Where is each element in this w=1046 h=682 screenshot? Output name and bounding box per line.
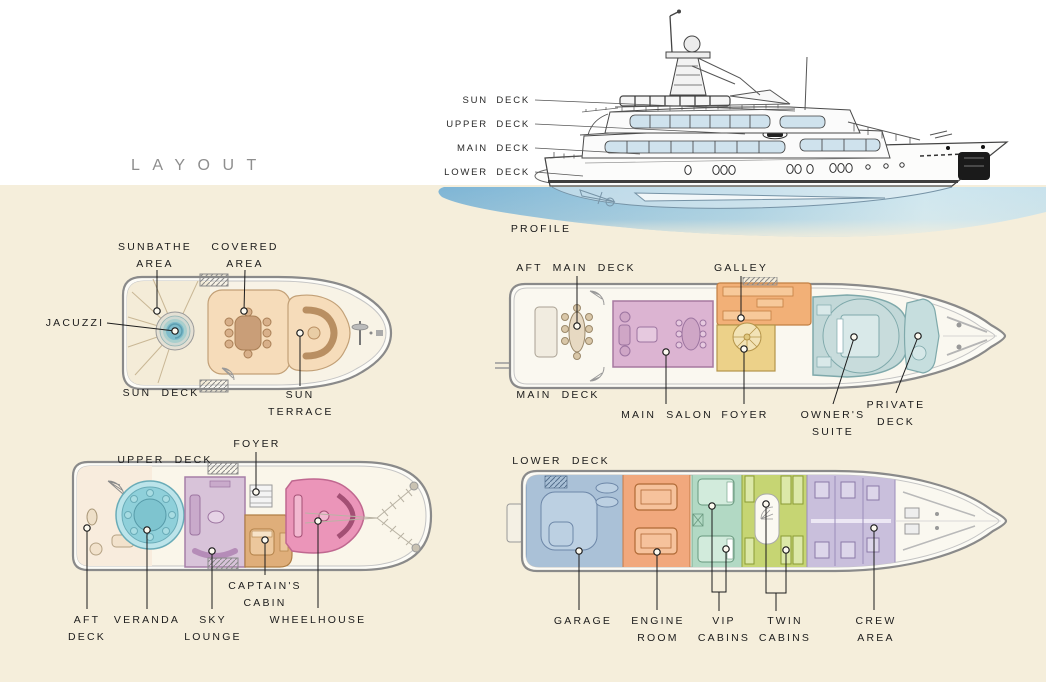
- label-profile-sun-deck: SUN DECK: [462, 95, 530, 106]
- label-profile-lower-deck: LOWER DECK: [444, 167, 530, 178]
- label-captains-cabin: CAPTAIN'S CABIN: [228, 580, 302, 609]
- sun-deck-plan: [121, 273, 393, 393]
- label-galley: GALLEY: [713, 262, 769, 274]
- caption-main-deck: MAIN DECK: [516, 389, 600, 401]
- galley-zone: [716, 277, 812, 326]
- label-wheelhouse: WHEELHOUSE: [269, 614, 367, 626]
- upper-deck-plan: [71, 460, 433, 572]
- label-jacuzzi: JACUZZI: [45, 317, 105, 329]
- bow-details: [919, 130, 990, 180]
- jacuzzi-zone: [155, 311, 195, 351]
- veranda-zone: [115, 480, 185, 550]
- label-sunbathe-area: SUNBATHE AREA: [118, 241, 192, 270]
- private-deck-zone: [903, 298, 940, 374]
- label-aft-deck: AFT DECK: [68, 614, 106, 643]
- label-engine-room: ENGINE ROOM: [631, 615, 685, 644]
- label-twin-cabins: TWIN CABINS: [758, 615, 812, 644]
- main-deck-house: [549, 128, 891, 159]
- label-profile-main-deck: MAIN DECK: [457, 143, 530, 154]
- label-owners-suite: OWNER'S SUITE: [800, 409, 866, 438]
- stair-lobby: [754, 493, 780, 545]
- bow-mast-mark: [351, 321, 383, 345]
- crew-area-zone: [806, 475, 896, 567]
- dining-table: [234, 315, 262, 351]
- label-private-deck: PRIVATE DECK: [866, 399, 926, 428]
- upper-foyer-zone: [249, 484, 273, 508]
- label-profile-caption: PROFILE: [510, 223, 572, 235]
- label-crew-area: CREW AREA: [855, 615, 897, 644]
- label-sun-terrace: SUN TERRACE: [268, 389, 334, 418]
- portholes: [684, 162, 905, 175]
- foyer-zone: [716, 322, 776, 372]
- underwater-hull: [551, 186, 953, 209]
- page-title: LAYOUT: [131, 157, 269, 174]
- foredeck-railing: [847, 121, 921, 144]
- side-stairs-bottom: [207, 557, 239, 570]
- caption-upper-deck: UPPER DECK: [117, 454, 213, 466]
- bow-deck-pattern: [304, 481, 421, 553]
- caption-lower-deck: LOWER DECK: [512, 455, 610, 467]
- label-foyer-upper: FOYER: [233, 438, 281, 450]
- side-stairs-top: [207, 462, 239, 475]
- label-covered-area: COVERED AREA: [211, 241, 279, 270]
- tender: [540, 491, 598, 551]
- lower-bow: [895, 491, 1001, 551]
- mast-and-antennas: [665, 9, 808, 111]
- bow-seating: [943, 316, 997, 356]
- label-sky-lounge: SKY LOUNGE: [184, 614, 242, 643]
- caption-sun-deck: SUN DECK: [122, 387, 200, 399]
- sun-terrace-zone: [287, 294, 351, 372]
- upper-deck-house: [579, 106, 861, 136]
- owners-bed: [840, 314, 880, 358]
- label-aft-main-deck: AFT MAIN DECK: [516, 262, 636, 274]
- vip-bed-fwd: [697, 478, 735, 506]
- label-main-salon: MAIN SALON: [621, 409, 713, 421]
- label-veranda: VERANDA: [113, 614, 181, 626]
- sky-lounge-zone: [184, 476, 246, 568]
- label-foyer-main: FOYER: [721, 409, 769, 421]
- vip-cabins-zone: [691, 475, 743, 567]
- wheelhouse-zone: [285, 478, 365, 554]
- aft-main-deck-zone: [534, 290, 605, 382]
- owners-suite-zone: [812, 294, 912, 378]
- engine-room-zone: [622, 475, 691, 567]
- covered-area-zone: [207, 289, 291, 375]
- cream-background: [0, 185, 1046, 682]
- captains-cabin-zone: [244, 514, 293, 568]
- label-vip-cabins: VIP CABINS: [697, 615, 751, 644]
- veranda-table: [133, 498, 167, 532]
- lower-deck-plan: [506, 469, 1008, 573]
- label-profile-upper-deck: UPPER DECK: [446, 119, 530, 130]
- main-salon-zone: [612, 300, 714, 368]
- main-deck-plan: [495, 277, 1007, 390]
- label-garage: GARAGE: [553, 615, 613, 627]
- engine-port: [634, 483, 678, 511]
- stern-platform: [506, 503, 524, 543]
- aft-deck-table: [568, 311, 586, 353]
- stairs: [199, 273, 235, 393]
- garage-zone: [526, 475, 624, 567]
